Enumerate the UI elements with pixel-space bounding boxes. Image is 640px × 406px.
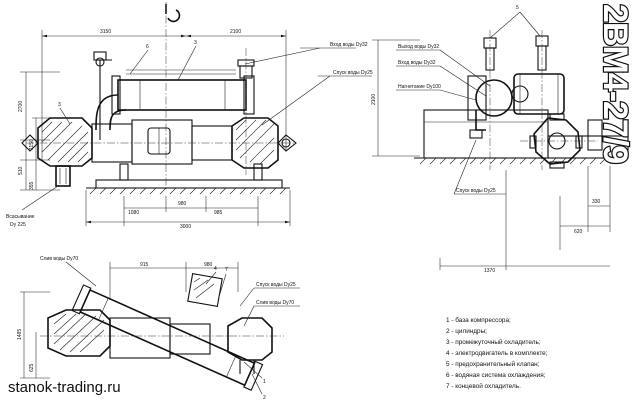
- label-water-in: Вход воды Dy32: [330, 42, 368, 48]
- legend-item-2: 2 - цилиндры;: [446, 328, 487, 335]
- intercooler-end-left: [475, 79, 513, 117]
- callout-2: 2: [263, 395, 266, 401]
- label-water-drain-25-plan: Спуск воды Dy25: [256, 282, 296, 288]
- legend-item-4: 4 - электродвигатель в комплекте;: [446, 350, 548, 357]
- callout-1: 1: [263, 379, 266, 385]
- legend-item-1: 1 - база компрессора;: [446, 316, 511, 324]
- label-air-intake-dy: Dy 225: [10, 222, 26, 228]
- lifting-hook-icon: [165, 4, 181, 23]
- cylinder-right: [231, 117, 279, 169]
- dim-3150: 3150: [100, 29, 111, 35]
- dim-1150: 1150: [29, 139, 35, 150]
- label-air-intake: Всасывание: [6, 214, 35, 220]
- label-water-out-side: Выход воды Dy32: [398, 44, 439, 50]
- dim-985: 985: [214, 210, 223, 216]
- model-title: 2ВМ4-27/9: [596, 4, 634, 163]
- legend-item-3: 3 - промежуточный охладитель;: [446, 338, 541, 346]
- label-water-drain-70-right: Слив воды Dy70: [256, 300, 294, 306]
- dim-2700: 2700: [18, 101, 24, 112]
- callout-3-top: 3: [194, 40, 197, 46]
- dim-3000: 3000: [180, 224, 191, 230]
- label-water-in-side: Вход воды Dy32: [398, 60, 436, 66]
- compressor-base: [95, 179, 283, 189]
- dim-355: 355: [29, 181, 35, 190]
- dim-330: 330: [592, 199, 601, 205]
- dim-980-plan: 980: [204, 262, 213, 268]
- dim-1370: 1370: [484, 268, 495, 274]
- cylinder-plan-right: [227, 317, 273, 361]
- dim-2100-side: 2100: [371, 94, 377, 105]
- legend-item-6: 6 - водяная система охлаждения;: [446, 372, 546, 379]
- label-water-drain-side: Спуск воды Dy25: [456, 188, 496, 194]
- callout-3-left: 3: [58, 102, 61, 108]
- legend-item-7: 7 - концевой охладитель.: [446, 382, 521, 390]
- intercooler-end-right: [513, 73, 565, 115]
- dim-1485: 1485: [17, 329, 23, 340]
- parts-legend: 1 - база компрессора; 2 - цилиндры; 3 - …: [446, 316, 548, 390]
- dim-510: 510: [18, 166, 24, 175]
- callout-7: 7: [225, 267, 228, 273]
- dim-1080: 1080: [128, 210, 139, 216]
- dim-980: 980: [178, 201, 187, 207]
- site-watermark: stanok-trading.ru: [8, 379, 121, 396]
- label-water-drain: Спуск воды Dy25: [333, 70, 373, 76]
- motor-plan: [187, 272, 223, 308]
- dim-625: 625: [29, 363, 35, 372]
- front-view: 3150 2100 2700 1150 510 355: [6, 2, 373, 230]
- dim-620: 620: [574, 229, 583, 235]
- legend-item-5: 5 - предохранительный клапан;: [446, 360, 540, 368]
- callout-4: 4: [214, 266, 217, 272]
- callout-5: 5: [516, 5, 519, 11]
- callout-6: 6: [146, 44, 149, 50]
- side-view: 2100: [371, 5, 629, 274]
- dim-2100: 2100: [230, 29, 241, 35]
- label-discharge: Нагнетание Dy100: [398, 84, 441, 90]
- dim-915: 915: [140, 262, 149, 268]
- label-water-drain-70-left: Слив воды Dy70: [40, 256, 78, 262]
- intercooler-shell: [117, 79, 247, 111]
- cylinder-left: [37, 117, 93, 167]
- cylinder-block-side: [533, 117, 581, 165]
- plan-view: 915 980 1485 625: [17, 256, 300, 401]
